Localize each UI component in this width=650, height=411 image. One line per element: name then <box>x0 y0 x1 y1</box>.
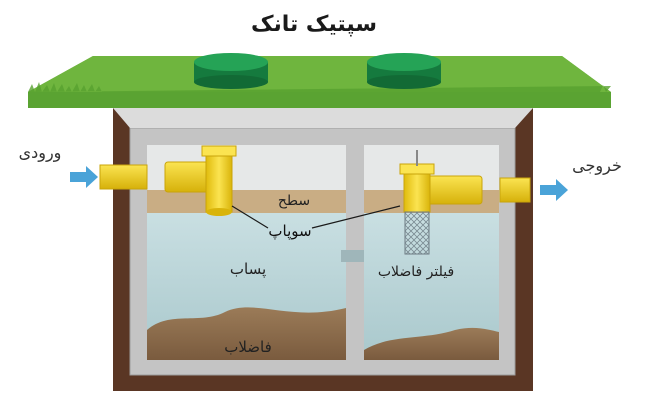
filter-label: فیلتر فاضلاب <box>378 264 454 280</box>
outlet-label: خروجی <box>572 156 622 176</box>
sludge-label: فاضلاب <box>224 338 272 356</box>
diagram-title: سپتیک تانک <box>251 12 377 37</box>
manhole-lid-right <box>367 53 441 89</box>
effluent-filter <box>404 211 430 255</box>
grass-layer <box>28 56 611 108</box>
inlet-arrow-icon <box>70 166 98 188</box>
inlet-label: ورودی <box>19 143 62 163</box>
outlet-pipe <box>399 150 531 213</box>
effluent-label: پساب <box>230 260 266 279</box>
valve-label: سوپاپ <box>268 222 311 241</box>
manhole-lid-left <box>194 53 268 89</box>
outlet-arrow-icon <box>540 179 568 201</box>
chamber-left <box>147 145 346 360</box>
partition-wall <box>341 145 369 360</box>
surface-label: سطح <box>278 193 310 209</box>
valve-callout-lines <box>231 205 401 229</box>
inlet-pipe <box>99 145 237 216</box>
